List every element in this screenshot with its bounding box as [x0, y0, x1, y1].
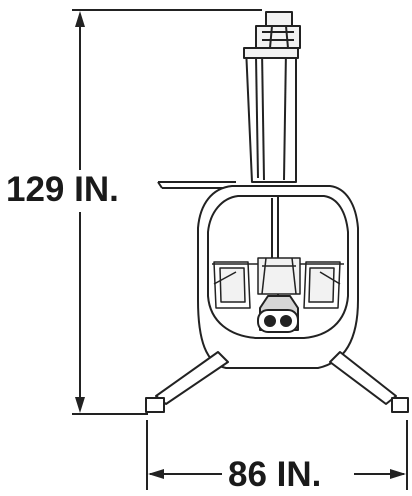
rotor-hub [255, 11, 301, 49]
height-arrow-top [75, 11, 85, 27]
rotor-hub-detail [285, 25, 289, 49]
rotor-hub-cap [265, 11, 293, 27]
rotor-hub-body [255, 25, 301, 49]
helicopter [145, 11, 409, 413]
rotor-hub-detail [269, 25, 273, 49]
control-stick [257, 257, 301, 295]
width-dimension [146, 420, 408, 490]
mast-fairing-edge [261, 49, 265, 181]
mast-fairing [243, 47, 299, 183]
landing-gear [145, 351, 409, 413]
mast-fairing-edge [283, 49, 287, 181]
control-stick-bar [291, 257, 297, 295]
control-stick-bar [261, 257, 267, 295]
height-dimension-label: 129 IN. [4, 170, 121, 209]
mast-fairing-body [245, 47, 297, 183]
height-arrow-bottom [75, 397, 85, 413]
landing-strut-left [155, 351, 229, 405]
width-dimension-label: 86 IN. [224, 457, 326, 492]
tail-boom-line [157, 181, 163, 189]
landing-skid-left [145, 397, 165, 413]
width-arrow-right [390, 469, 406, 479]
height-dimension [72, 9, 262, 415]
mast-fairing-edge [255, 55, 259, 179]
cockpit-seats [212, 257, 344, 309]
cockpit-interior-line [213, 271, 237, 285]
nose-light-pod [257, 309, 299, 333]
landing-strut-right [329, 351, 397, 405]
nose-light [280, 315, 292, 327]
mast-fairing-collar [243, 47, 299, 59]
cockpit-interior-line [319, 271, 341, 285]
landing-skid-right [391, 397, 409, 413]
nose-light [264, 315, 276, 327]
width-arrow-left [148, 469, 164, 479]
